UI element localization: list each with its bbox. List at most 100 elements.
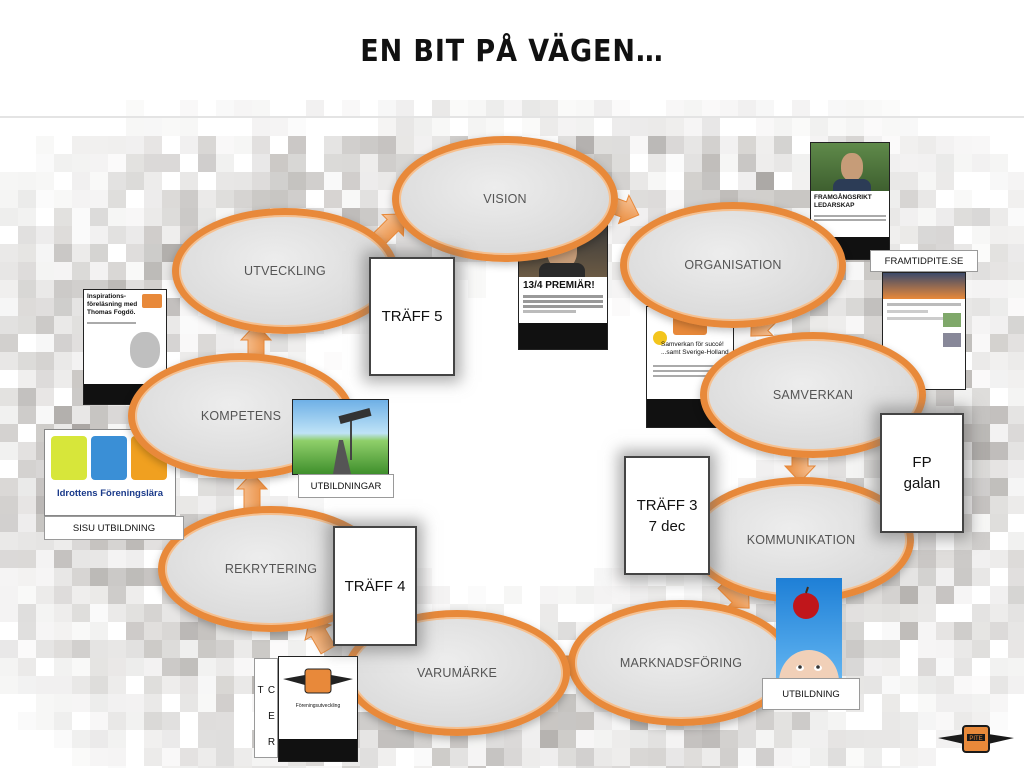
mosaic-tile [972,550,990,568]
mosaic-tile [828,766,846,768]
samverkan-heading: Samverkan för succé! ...samt Sverige-Hol… [661,341,729,356]
mosaic-tile [576,748,594,766]
mosaic-tile [630,190,648,208]
mosaic-tile [342,190,360,208]
mosaic-tile [54,586,72,604]
mosaic-tile [180,496,198,514]
mosaic-tile [0,316,18,334]
mosaic-tile [1008,478,1024,496]
mosaic-tile [1008,370,1024,388]
mosaic-tile [666,748,684,766]
mosaic-tile [36,694,54,712]
mosaic-tile [54,298,72,316]
mosaic-tile [1008,388,1024,406]
mosaic-tile [468,280,486,298]
mosaic-tile [18,370,36,388]
mosaic-tile [18,406,36,424]
mosaic-tile [666,100,684,118]
mosaic-tile [648,748,666,766]
mosaic-tile [738,136,756,154]
mosaic-tile [18,460,36,478]
stage-marknadsforing: MARKNADSFÖRING [568,600,794,726]
mosaic-tile [0,262,18,280]
mosaic-tile [936,568,954,586]
mosaic-tile [486,730,504,748]
mosaic-tile [720,154,738,172]
mosaic-tile [810,748,828,766]
mosaic-tile [108,730,126,748]
mosaic-tile [990,226,1008,244]
mosaic-tile [0,640,18,658]
mosaic-tile [36,586,54,604]
mosaic-tile [432,748,450,766]
mosaic-tile [990,622,1008,640]
mosaic-tile [756,748,774,766]
mosaic-tile [216,658,234,676]
mosaic-tile [216,730,234,748]
mosaic-tile [972,514,990,532]
mosaic-tile [216,172,234,190]
mosaic-tile [36,568,54,586]
mosaic-tile [414,586,432,604]
mosaic-tile [918,136,936,154]
mosaic-tile [126,712,144,730]
mosaic-tile [162,712,180,730]
mosaic-tile [0,208,18,226]
mosaic-tile [18,532,36,550]
mosaic-tile [126,622,144,640]
mosaic-tile [18,622,36,640]
mosaic-tile [234,676,252,694]
mosaic-tile [72,694,90,712]
mosaic-tile [684,748,702,766]
mosaic-tile [540,604,558,622]
inspiration-heading: Inspirations- föreläsning med Thomas Fog… [87,293,138,316]
mosaic-tile [306,100,324,118]
mosaic-tile [756,172,774,190]
mosaic-tile [54,262,72,280]
mosaic-tile [630,118,648,136]
mosaic-tile [846,316,864,334]
mosaic-tile [846,766,864,768]
mosaic-tile [270,118,288,136]
mosaic-tile [108,568,126,586]
mosaic-tile [990,694,1008,712]
mosaic-tile [882,658,900,676]
mosaic-tile [54,316,72,334]
mosaic-tile [756,154,774,172]
mosaic-tile [864,640,882,658]
note-traff5: TRÄFF 5 [369,257,455,376]
mosaic-tile [162,640,180,658]
mosaic-tile [612,226,630,244]
mosaic-tile [702,118,720,136]
mosaic-tile [0,280,18,298]
mosaic-tile [90,262,108,280]
mosaic-tile [990,424,1008,442]
mosaic-tile [270,640,288,658]
mosaic-tile [234,136,252,154]
mosaic-tile [792,154,810,172]
mosaic-tile [0,244,18,262]
mosaic-tile [90,154,108,172]
mosaic-tile [1008,550,1024,568]
mosaic-tile [36,352,54,370]
mosaic-tile [882,676,900,694]
mosaic-tile [810,118,828,136]
mosaic-tile [792,712,810,730]
mosaic-tile [432,586,450,604]
mosaic-tile [990,550,1008,568]
mosaic-tile [846,622,864,640]
mosaic-tile [0,586,18,604]
mosaic-tile [918,568,936,586]
mosaic-tile [378,100,396,118]
mosaic-tile [504,730,522,748]
mosaic-tile [216,748,234,766]
mosaic-tile [756,136,774,154]
mosaic-tile [90,208,108,226]
mosaic-tile [792,748,810,766]
mosaic-tile [450,766,468,768]
mosaic-tile [36,604,54,622]
mosaic-tile [540,748,558,766]
mosaic-tile [198,712,216,730]
mosaic-tile [954,208,972,226]
mosaic-tile [252,154,270,172]
